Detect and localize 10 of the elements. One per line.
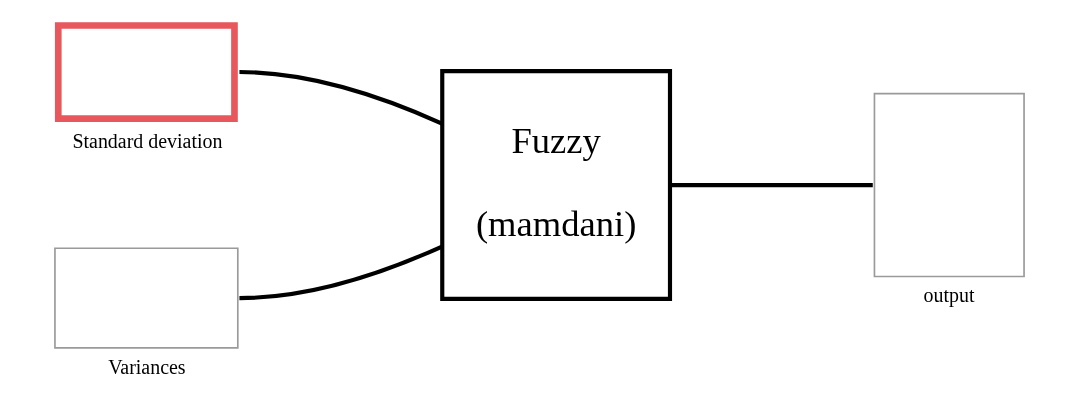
connector xyxy=(238,244,443,301)
node-box xyxy=(54,22,238,122)
connector xyxy=(238,69,443,126)
node-box xyxy=(53,247,239,349)
node-box xyxy=(873,92,1025,278)
connector xyxy=(669,182,873,188)
node-box: Fuzzy (mamdani) xyxy=(439,69,672,301)
node-label: Variances xyxy=(107,355,186,378)
node-label: output xyxy=(922,284,974,307)
node-label: Standard deviation xyxy=(71,129,222,152)
